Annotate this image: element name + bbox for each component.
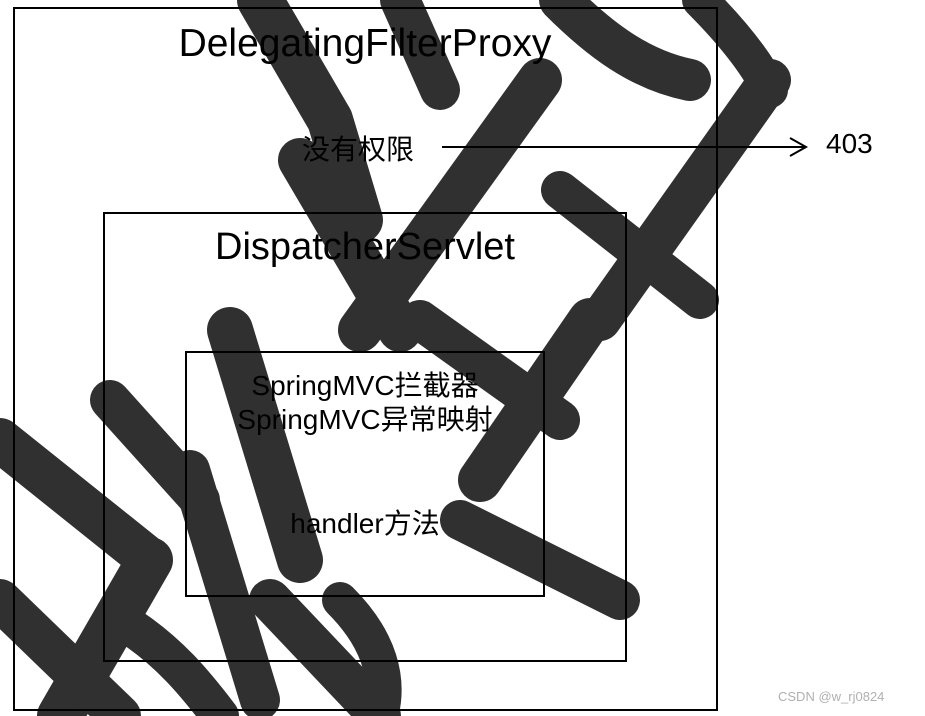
result-403-label: 403 [826,128,873,159]
watermark-stroke [539,0,711,101]
watermark-stroke [541,171,719,319]
watermark-stroke [0,418,172,582]
watermark-stroke [579,59,791,341]
watermark-stroke [322,582,402,716]
watermark-stroke [458,298,612,502]
dispatcher-servlet-title: DispatcherServlet [215,226,515,268]
watermark-stroke [0,579,141,716]
springmvc-inner-box [185,351,545,597]
springmvc-exception-mapping-label: SpringMVC异常映射 [237,404,493,435]
watermark-stroke [101,601,239,716]
watermark-stroke [440,500,640,620]
handler-method-label: handler方法 [290,508,440,539]
no-permission-label: 没有权限 [302,134,415,165]
dispatcher-servlet-box [103,212,627,662]
springmvc-interceptor-label: SpringMVC拦截器 [251,370,479,401]
watermark-stroke [249,579,401,716]
credit-text: CSDN @w_rj0824 [778,689,885,704]
arrow-right-icon [442,137,809,157]
delegating-filter-proxy-box [13,7,718,711]
watermark-stroke [278,138,422,352]
watermark-stroke [380,0,460,110]
watermark-stroke [207,307,323,583]
watermark-stroke [237,0,383,243]
delegating-filter-proxy-title: DelegatingFilterProxy [178,22,552,65]
